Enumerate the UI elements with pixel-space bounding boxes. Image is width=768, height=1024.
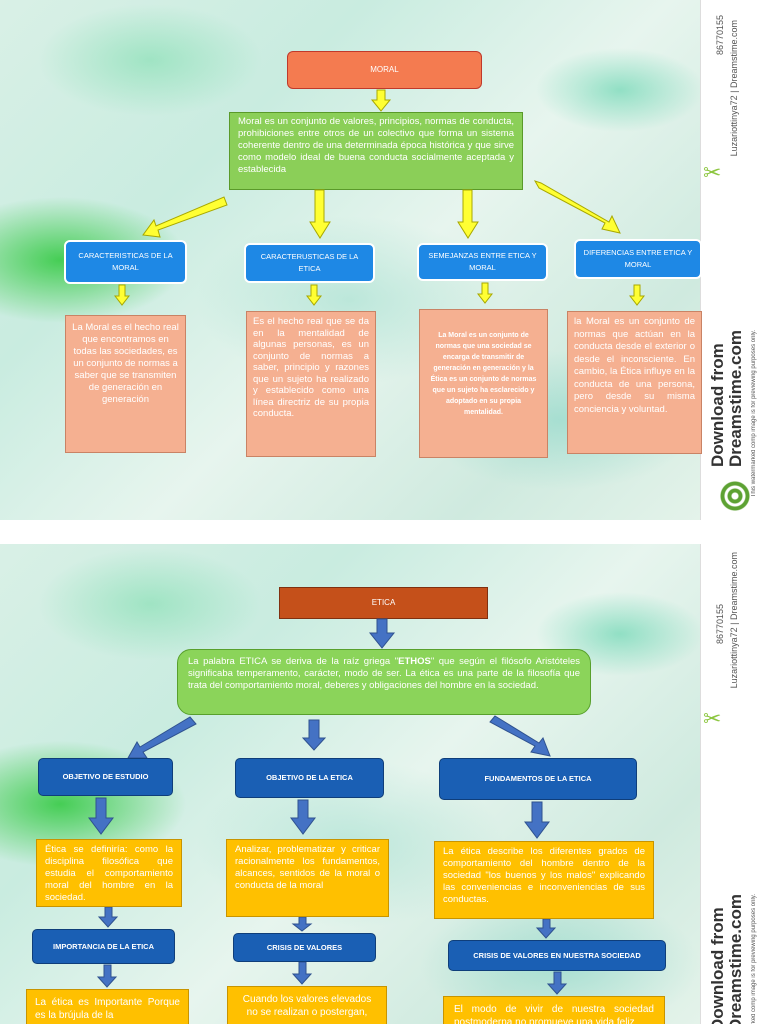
watermark-id: 86770155	[715, 604, 725, 645]
text-caracteristicas-etica: Es el hecho real que se da en la mentali…	[246, 311, 376, 457]
scissors-icon: ✂	[703, 706, 722, 731]
watermark-fine-print: This watermarked comp image is for previ…	[751, 894, 757, 1024]
panel-gap	[0, 520, 768, 544]
header-importancia-etica: IMPORTANCIA DE LA ETICA	[32, 929, 175, 964]
etica-title: ETICA	[279, 587, 488, 619]
etica-definition: La palabra ETICA se deriva de la raíz gr…	[177, 649, 591, 715]
watermark-download: Download from Dreamstime.com	[708, 330, 745, 468]
watermark-author: Luzariottinya72 | Dreamstime.com	[729, 20, 739, 157]
dreamstime-logo-icon	[719, 480, 751, 512]
header-objetivo-etica: OBJETIVO DE LA ETICA	[235, 758, 384, 798]
watermark-download: Download from Dreamstime.com	[708, 894, 745, 1024]
text-crisis-valores: Cuando los valores elevados no se realiz…	[227, 986, 387, 1024]
moral-definition: Moral es un conjunto de valores, princip…	[229, 112, 523, 190]
arrow-down-icon	[368, 618, 396, 649]
moral-title: MORAL	[287, 51, 482, 89]
arrow-diagonal-left-icon	[142, 180, 621, 239]
header-crisis-valores-sociedad: CRISIS DE VALORES EN NUESTRA SOCIEDAD	[448, 940, 666, 971]
arrow-blue-icons	[88, 715, 568, 995]
text-crisis-valores-sociedad: El modo de vivir de nuestra sociedad pos…	[443, 996, 665, 1024]
watermark-id: 86770155	[715, 15, 725, 56]
moral-panel: 86770155 Luzariottinya72 | Dreamstime.co…	[0, 0, 768, 520]
arrow-small-icons	[113, 282, 646, 306]
header-crisis-valores: CRISIS DE VALORES	[233, 933, 376, 962]
watermark-strip: 86770155 Luzariottinya72 | Dreamstime.co…	[700, 544, 768, 1024]
header-objetivo-estudio: OBJETIVO DE ESTUDIO	[38, 758, 173, 796]
watermark-strip: 86770155 Luzariottinya72 | Dreamstime.co…	[700, 0, 768, 520]
category-caracteristicas-etica: CARACTERUSTICAS DE LA ETICA	[244, 243, 375, 283]
header-fundamentos-etica: FUNDAMENTOS DE LA ETICA	[439, 758, 637, 800]
text-fundamentos-etica: La ética describe los diferentes grados …	[434, 841, 654, 919]
scissors-icon: ✂	[703, 160, 722, 185]
category-caracteristicas-moral: CARACTERISTICAS DE LA MORAL	[64, 240, 187, 284]
category-semejanzas: SEMEJANZAS ENTRE ETICA Y MORAL	[417, 243, 548, 281]
text-caracteristicas-moral: La Moral es el hecho real que encontramo…	[65, 315, 186, 453]
text-diferencias: la Moral es un conjunto de normas que ac…	[567, 311, 702, 454]
watermark-fine-print: This watermarked comp image is for previ…	[751, 330, 757, 498]
watermark-author: Luzariottinya72 | Dreamstime.com	[729, 552, 739, 689]
text-objetivo-estudio: Ética se definiría: como la disciplina f…	[36, 839, 182, 907]
text-importancia-etica: La ética es Importante Porque es la brúj…	[26, 989, 189, 1024]
text-semejanzas: La Moral es un conjunto de normas que un…	[419, 309, 548, 458]
category-diferencias: DIFERENCIAS ENTRE ETICA Y MORAL	[574, 239, 702, 279]
etica-panel: 86770155 Luzariottinya72 | Dreamstime.co…	[0, 544, 768, 1024]
text-objetivo-etica: Analizar, problematizar y criticar racio…	[226, 839, 389, 917]
arrow-down-icon	[370, 89, 392, 112]
